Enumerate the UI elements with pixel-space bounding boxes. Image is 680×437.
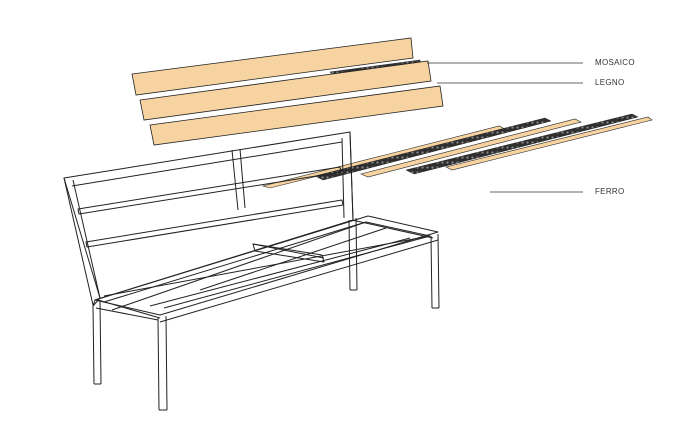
frame-seat-mid-bar [252, 243, 325, 263]
leg-back-left-2 [99, 299, 102, 385]
backrest-planks [131, 37, 444, 146]
frame-seat-cross-1 [103, 235, 431, 297]
leg-back-right-2 [355, 217, 358, 291]
frame-center-post [231, 149, 239, 211]
seat-plank-2 [360, 118, 582, 178]
leg-back-left [92, 304, 95, 385]
label-legno: LEGNO [595, 78, 625, 87]
frame-top-rail-inner [71, 141, 343, 187]
frame-backrest-right-inner [341, 137, 345, 219]
label-mosaico: MOSAICO [595, 58, 635, 67]
seat-planks [261, 113, 653, 189]
leader-lines [427, 62, 583, 193]
backrest-plank-bottom [149, 85, 444, 146]
frame-seat-inner [103, 221, 431, 309]
frame-backrest-left [63, 177, 94, 306]
leg-front-right [430, 235, 433, 309]
leg-front-right-2 [437, 233, 440, 309]
leg-front-left-2 [165, 315, 168, 411]
frame-seat-cross-2 [111, 221, 367, 311]
seat-mosaic-2 [405, 113, 639, 175]
leg-back-right [348, 219, 351, 291]
seat-mosaic-1 [314, 117, 552, 181]
frame-side-diagonal-right [351, 219, 434, 239]
frame-rail-1 [77, 166, 342, 215]
backrest-plank-top [131, 37, 414, 96]
frame-seat-side-rail [95, 307, 159, 321]
iron-frame [63, 131, 440, 411]
frame-seat-front-rail [159, 239, 439, 323]
frame-center-post-2 [239, 148, 246, 209]
frame-seat-mid-cross-2 [149, 237, 411, 307]
frame-backrest-outer [63, 131, 354, 307]
backrest-plank-middle [139, 60, 432, 121]
frame-seat-mid-cross [199, 227, 387, 291]
frame-rail-2 [85, 199, 344, 248]
label-ferro: FERRO [595, 187, 625, 196]
seat-plank-3 [445, 116, 653, 171]
frame-backrest-left-inner [72, 179, 101, 299]
frame-side-diagonal [97, 299, 161, 319]
leg-front-left [157, 317, 160, 411]
frame-seat-outer [94, 215, 439, 316]
frame-backrest-right [349, 131, 354, 221]
